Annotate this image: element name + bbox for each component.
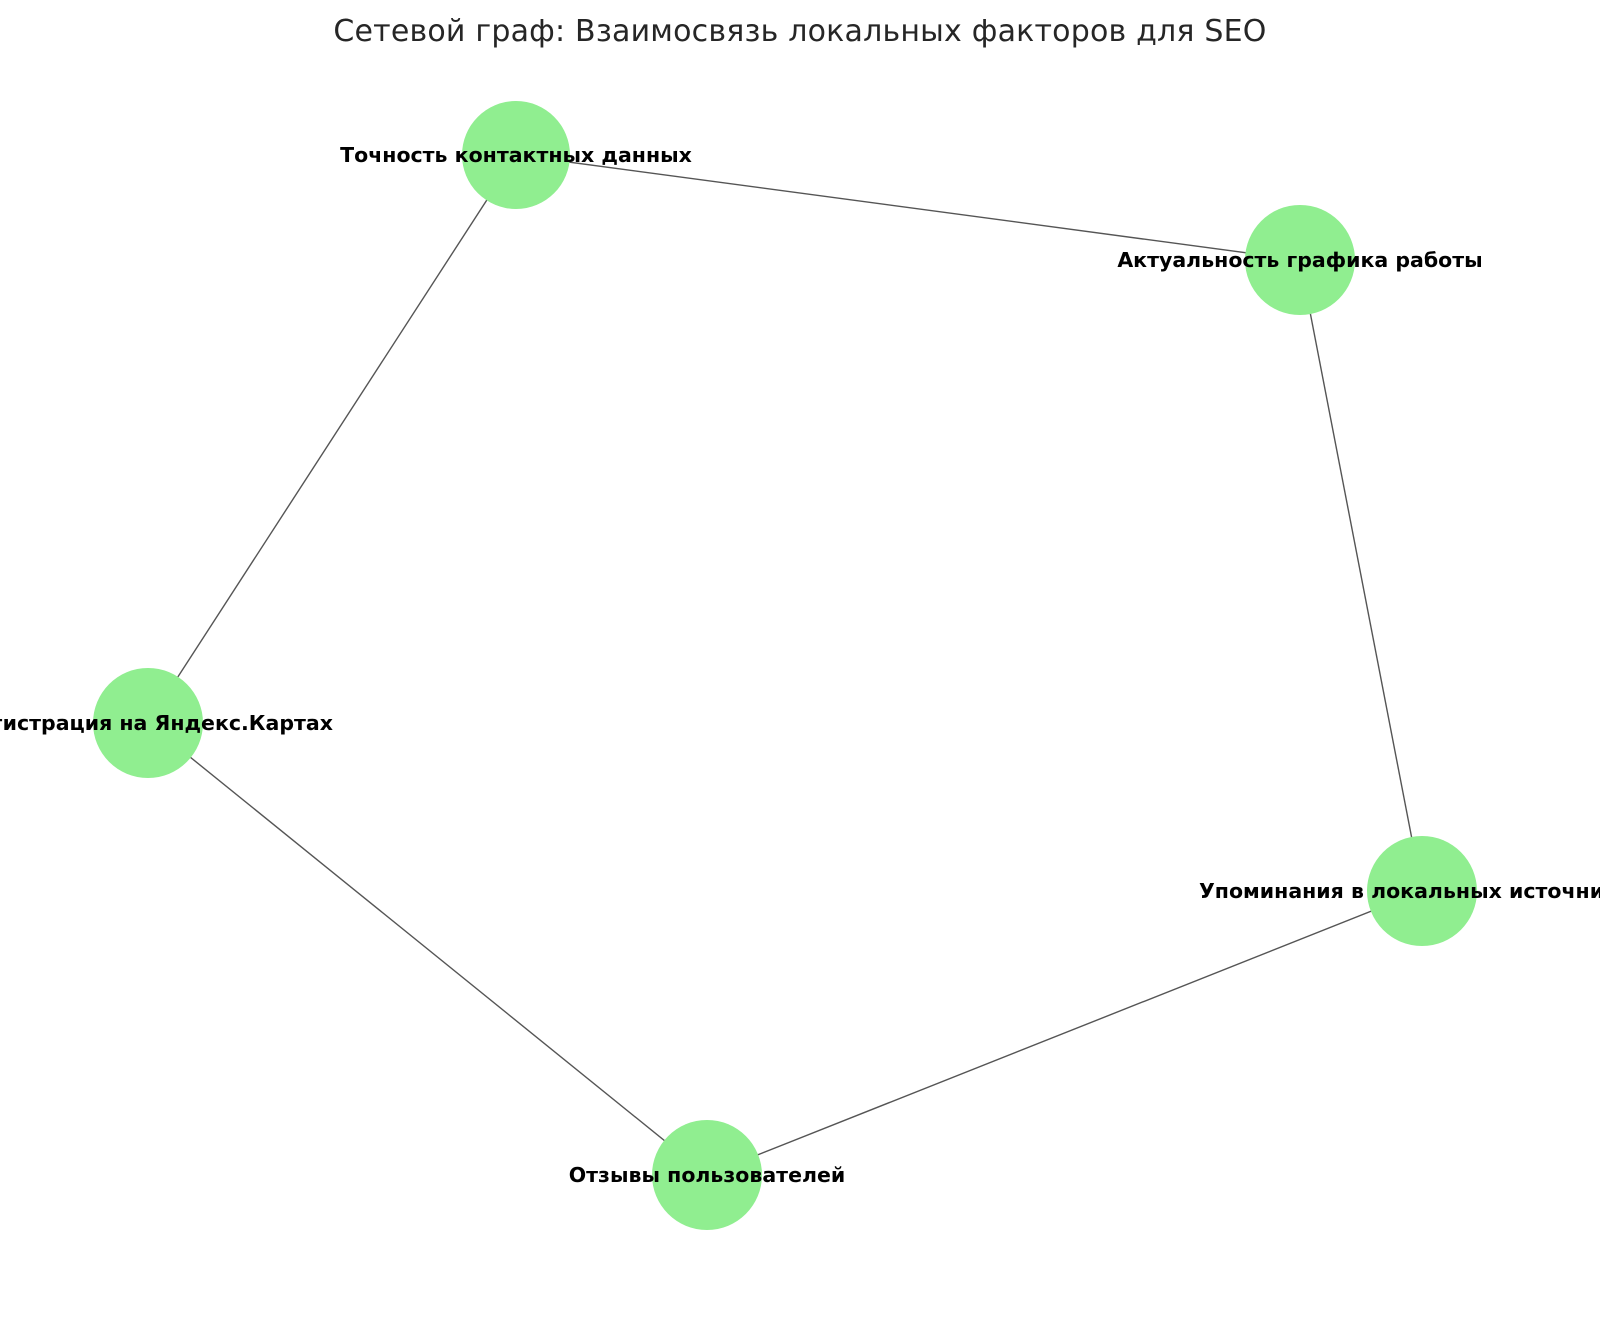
- graph-edges: [147, 154, 1423, 1176]
- graph-edge: [515, 154, 1301, 261]
- graph-edge: [1299, 259, 1423, 892]
- page-title: Сетевой граф: Взаимосвязь локальных факт…: [333, 14, 1267, 49]
- graph-node-reviews[interactable]: [652, 1120, 762, 1230]
- graph-node-schedule[interactable]: [1245, 205, 1355, 315]
- graph-edge: [147, 154, 517, 724]
- graph-node-mentions[interactable]: [1367, 836, 1477, 946]
- graph-node-registration[interactable]: [93, 668, 203, 778]
- graph-edge: [706, 890, 1423, 1176]
- graph-node-contacts[interactable]: [462, 101, 570, 209]
- graph-edge: [147, 722, 708, 1176]
